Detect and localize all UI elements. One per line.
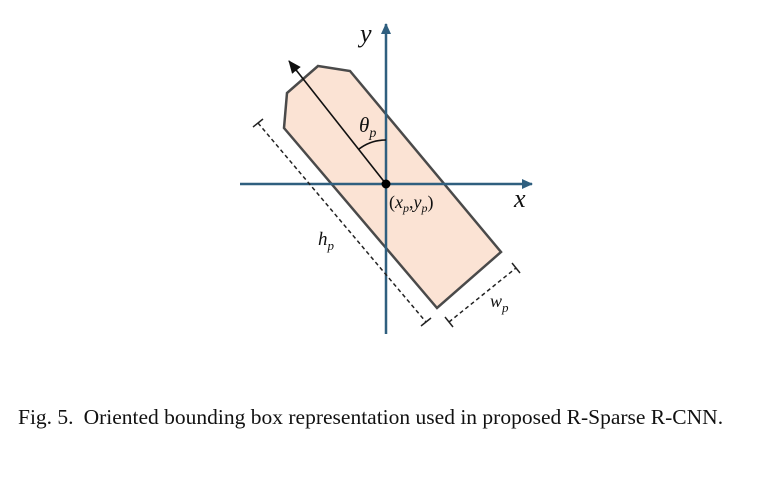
height-dimension-tick-bottom xyxy=(420,317,432,327)
figure-number: Fig. 5. xyxy=(18,405,74,429)
width-dimension-tick-right xyxy=(511,262,521,274)
y-axis-label: y xyxy=(357,19,372,48)
angle-arc xyxy=(358,139,387,150)
width-label: wp xyxy=(490,291,509,315)
caption-text: Oriented bounding box representation use… xyxy=(83,405,724,429)
width-dimension-tick-left xyxy=(444,316,454,328)
oriented-bounding-box xyxy=(282,64,503,310)
x-axis-label: x xyxy=(513,184,526,213)
orientation-arrow xyxy=(288,60,387,185)
height-dimension-line xyxy=(257,122,427,323)
oriented-bbox-figure: y x θp (xp,yp) hp wp xyxy=(240,19,533,334)
angle-label: θp xyxy=(359,113,376,141)
center-point xyxy=(381,179,391,189)
figure-caption: Fig. 5. Oriented bounding box representat… xyxy=(18,404,770,431)
center-label: (xp,yp) xyxy=(389,192,434,215)
height-dimension-tick-top xyxy=(252,118,264,128)
width-dimension-line xyxy=(448,267,517,323)
height-label: hp xyxy=(318,229,335,253)
